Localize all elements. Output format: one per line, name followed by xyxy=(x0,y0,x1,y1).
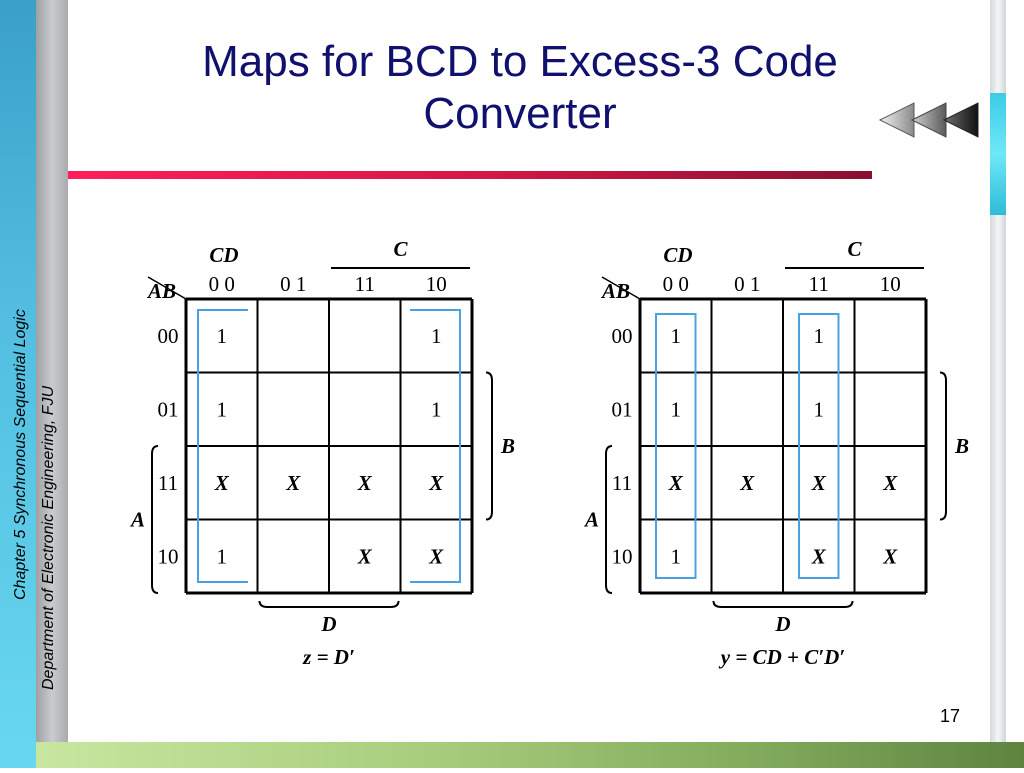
a-bracket xyxy=(605,445,613,594)
col-head: 0 0 xyxy=(663,272,689,296)
col-head: 10 xyxy=(880,272,901,296)
col-head: 0 1 xyxy=(280,272,306,296)
row-head: 00 xyxy=(612,324,633,348)
cell-value: X xyxy=(739,471,755,495)
row-head: 01 xyxy=(612,397,633,421)
cell-value: X xyxy=(811,544,827,568)
col-head: 10 xyxy=(426,272,447,296)
cell-value: X xyxy=(428,544,444,568)
cell-value: X xyxy=(285,471,301,495)
cell-value: 1 xyxy=(431,397,442,421)
bottom-bar xyxy=(36,742,1024,768)
var-b-label: B xyxy=(954,434,969,458)
row-head: 10 xyxy=(158,544,179,568)
group-loop xyxy=(655,313,697,579)
group-loop xyxy=(410,309,461,583)
title-line-1: Maps for BCD to Excess-3 Code xyxy=(202,37,838,86)
slide-title: Maps for BCD to Excess-3 Code Converter xyxy=(110,36,930,140)
cell-value: 1 xyxy=(671,324,682,348)
d-bracket xyxy=(712,600,854,608)
cell-value: X xyxy=(428,471,444,495)
cell-value: X xyxy=(882,544,898,568)
col-head: 0 0 xyxy=(209,272,235,296)
side-band xyxy=(36,0,68,742)
simplified-equation: z = D′ xyxy=(302,645,355,669)
corner-diagonal xyxy=(147,276,187,300)
b-bracket xyxy=(939,371,947,521)
row-head: 11 xyxy=(158,471,178,495)
var-a-label: A xyxy=(583,508,599,532)
cell-value: 1 xyxy=(217,324,228,348)
col-variable-label: CD xyxy=(209,243,238,267)
col-head: 0 1 xyxy=(734,272,760,296)
a-bracket xyxy=(151,445,159,594)
b-bracket xyxy=(485,371,493,521)
row-variable-label: AB xyxy=(600,279,630,303)
cell-value: X xyxy=(811,471,827,495)
group-loop xyxy=(197,309,248,583)
row-head: 00 xyxy=(158,324,179,348)
var-a-label: A xyxy=(129,508,145,532)
row-head: 01 xyxy=(158,397,179,421)
var-b-label: B xyxy=(500,434,515,458)
cell-value: X xyxy=(882,471,898,495)
simplified-equation: y = CD + C′D′ xyxy=(718,645,845,669)
left-decor-strip xyxy=(0,0,36,768)
rewind-arrows-icon[interactable] xyxy=(878,100,984,145)
d-bracket xyxy=(258,600,400,608)
col-head: 11 xyxy=(809,272,829,296)
title-underline xyxy=(68,171,872,179)
cell-value: X xyxy=(214,471,230,495)
col-variable-label: CD xyxy=(663,243,692,267)
cell-value: 1 xyxy=(431,324,442,348)
var-d-label: D xyxy=(774,612,790,636)
col-head: 11 xyxy=(355,272,375,296)
row-head: 11 xyxy=(612,471,632,495)
cell-value: X xyxy=(668,471,684,495)
title-line-2: Converter xyxy=(423,89,617,138)
cell-value: X xyxy=(357,544,373,568)
cell-value: 1 xyxy=(671,397,682,421)
group-loop xyxy=(798,313,840,579)
page-number: 17 xyxy=(940,706,961,726)
cell-value: 1 xyxy=(814,324,825,348)
row-variable-label: AB xyxy=(146,279,176,303)
cell-value: X xyxy=(357,471,373,495)
cell-value: 1 xyxy=(671,544,682,568)
cell-value: 1 xyxy=(217,544,228,568)
corner-diagonal xyxy=(601,276,641,300)
var-c-label: C xyxy=(393,237,408,261)
var-c-label: C xyxy=(847,237,862,261)
cell-value: 1 xyxy=(217,397,228,421)
row-head: 10 xyxy=(612,544,633,568)
cell-value: 1 xyxy=(814,397,825,421)
var-d-label: D xyxy=(320,612,336,636)
right-accent xyxy=(990,93,1006,215)
